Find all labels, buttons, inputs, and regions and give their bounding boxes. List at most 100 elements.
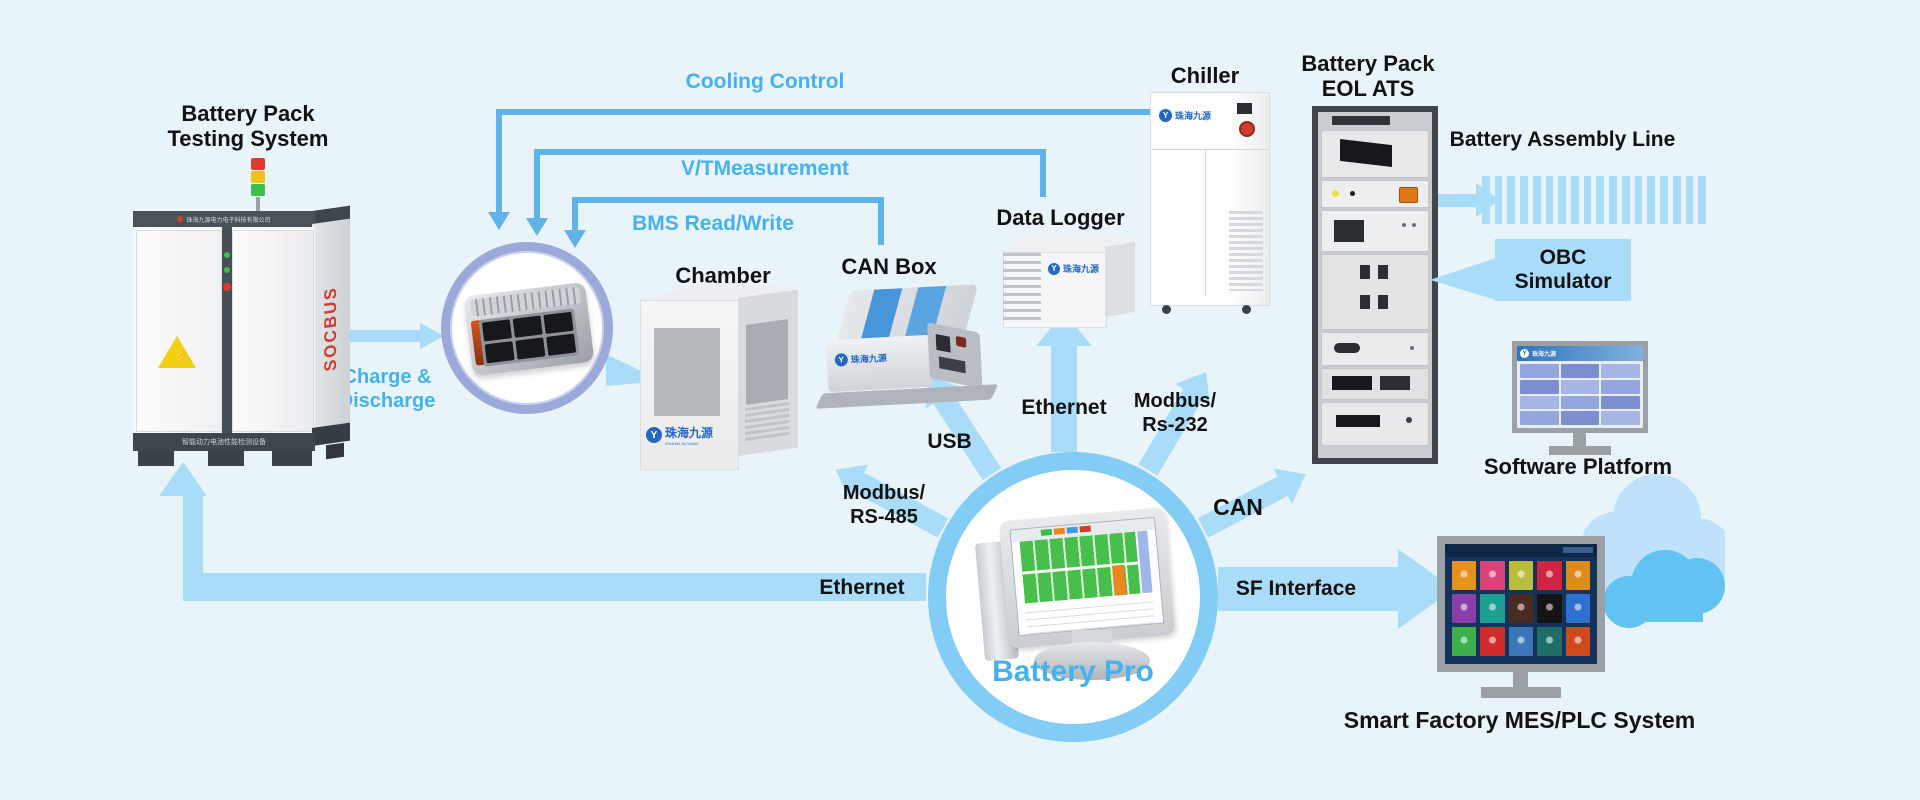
jiuyuan-logo-icon: Y <box>646 427 662 443</box>
metro-tile <box>1480 561 1505 590</box>
smart-factory-monitor <box>1437 536 1605 672</box>
bms-drop-right <box>878 197 884 245</box>
software-table-cell <box>1520 364 1559 378</box>
data-logger-logo: Y 珠海九源 <box>1048 262 1099 275</box>
software-table-cell <box>1601 379 1640 394</box>
assembly-line-stripe <box>1545 176 1554 224</box>
ethernet-main-label: Ethernet <box>819 576 905 599</box>
eol-to-assembly-arrow <box>1432 194 1476 207</box>
assembly-line-stripe <box>1698 176 1706 224</box>
cooling-control-line <box>496 109 1150 115</box>
software-table-cell <box>1601 411 1640 425</box>
cabinet-brand-dot-icon <box>177 216 184 222</box>
battery-pro-circle <box>928 452 1218 742</box>
software-table-cell <box>1520 379 1559 394</box>
assembly-line-stripe <box>1647 176 1656 224</box>
vt-measurement-drop-left <box>534 149 540 218</box>
assembly-line-stripe <box>1532 176 1541 224</box>
led-green2-icon <box>224 267 230 273</box>
cabinet-right-door <box>232 230 314 432</box>
software-table-cell <box>1601 395 1640 410</box>
ethernet-main-band <box>183 573 926 601</box>
assembly-line-stripe <box>1520 176 1528 224</box>
sf-interface-band <box>1218 567 1400 611</box>
assembly-line-label: Battery Assembly Line <box>1449 128 1676 151</box>
cabinet-left-door <box>136 230 222 432</box>
chamber-window <box>654 328 720 416</box>
metro-tile <box>1537 594 1562 623</box>
metro-tile <box>1508 561 1534 590</box>
metro-tile <box>1452 594 1477 623</box>
assembly-line-stripe <box>1685 176 1694 224</box>
cabinet-company-text: 珠海九源电力电子科技有限公司 <box>186 217 271 224</box>
software-table-cell <box>1560 411 1600 425</box>
metro-tile <box>1508 627 1534 656</box>
can-box-device: Y 珠海九源 <box>815 284 999 409</box>
metro-tile <box>1480 627 1505 656</box>
ethernet-main-arrowhead-icon <box>159 462 207 496</box>
battery-pack-photo <box>463 281 595 377</box>
computer-monitor-icon <box>998 507 1176 649</box>
charge-discharge-label: Charge & Discharge <box>338 366 436 412</box>
led-red-icon <box>223 283 231 291</box>
software-platform-monitor: Y 珠海九源 <box>1512 341 1648 433</box>
assembly-line-stripe <box>1634 176 1643 224</box>
assembly-line-stripe <box>1596 176 1605 224</box>
metro-tile <box>1452 627 1477 656</box>
metro-tile <box>1565 594 1590 623</box>
cloud-icon <box>1581 474 1725 628</box>
jiuyuan-logo-icon: Y <box>834 353 849 367</box>
assembly-line-stripe <box>1621 176 1630 224</box>
smart-factory-label: Smart Factory MES/PLC System <box>1343 707 1696 733</box>
cabinet-base-text: 智能动力电池性能检测设备 <box>182 439 266 446</box>
chiller-emergency-button-icon <box>1239 121 1255 137</box>
chamber-vent-icon <box>745 401 789 443</box>
led-green-icon <box>224 252 230 258</box>
can-box-label: CAN Box <box>841 254 937 279</box>
metro-tile <box>1565 627 1590 656</box>
software-table-cell <box>1560 364 1600 378</box>
jiuyuan-logo-icon: Y <box>1048 262 1060 275</box>
obc-tail-icon <box>1430 258 1496 300</box>
software-table-cell <box>1520 395 1559 410</box>
eol-ats-label: Battery Pack EOL ATS <box>1301 51 1435 101</box>
smart-factory-tiles <box>1452 561 1590 656</box>
software-table-cell <box>1560 379 1600 394</box>
ethernet-main-riser <box>183 496 203 578</box>
assembly-line-stripe <box>1660 176 1668 224</box>
metro-tile <box>1537 561 1562 590</box>
charge-discharge-arrow <box>342 330 422 342</box>
battery-pro-label: Battery Pro <box>992 655 1154 688</box>
metro-tile <box>1537 627 1562 656</box>
modbus-rs232-label: Modbus/ Rs-232 <box>1133 390 1217 436</box>
cabinet-base: 智能动力电池性能检测设备 <box>133 433 315 451</box>
jiuyuan-logo-icon: Y <box>1520 349 1529 358</box>
bms-read-write-label: BMS Read/Write <box>632 212 794 235</box>
cooling-control-drop <box>496 109 502 212</box>
metro-tile <box>1452 561 1477 590</box>
usb-label: USB <box>927 430 972 453</box>
vt-measurement-label: V/TMeasurement <box>680 157 850 180</box>
metro-tile <box>1565 561 1590 590</box>
charge-discharge-right-head-icon <box>420 323 444 349</box>
chiller-logo: Y 珠海九源 <box>1159 109 1211 122</box>
cabinet-center-strip <box>222 227 232 433</box>
cabinet-side-panel: SOCBUS <box>312 218 350 439</box>
can-label: CAN <box>1213 494 1263 520</box>
battery-pack-under-test <box>441 242 613 414</box>
high-voltage-triangle-icon <box>158 336 196 368</box>
chiller-grille-icon <box>1229 211 1263 291</box>
software-table-cell <box>1520 411 1559 425</box>
software-table-cell <box>1560 395 1600 410</box>
can-box-front: Y 珠海九源 <box>825 334 933 393</box>
metro-tile <box>1480 594 1505 623</box>
assembly-line-stripe <box>1571 176 1579 224</box>
cooling-control-label: Cooling Control <box>685 70 845 93</box>
obc-simulator-box: OBC Simulator <box>1495 239 1631 301</box>
assembly-line-stripe <box>1507 176 1516 224</box>
bms-arrowhead-icon <box>564 230 586 248</box>
assembly-line-stripes <box>1482 176 1706 224</box>
modbus-rs485-label: Modbus/ RS-485 <box>842 482 926 528</box>
chiller-label: Chiller <box>1170 63 1240 88</box>
cabinet-top-band: 珠海九源电力电子科技有限公司 <box>133 211 315 227</box>
